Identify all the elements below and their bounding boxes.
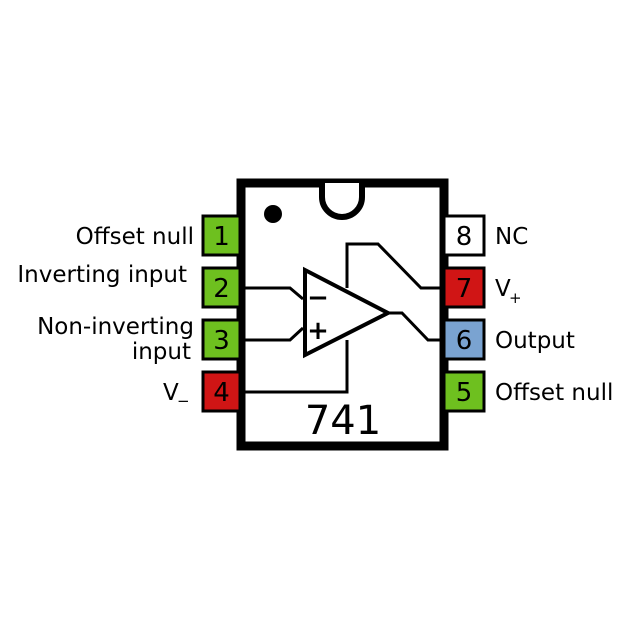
pin-2-number: 2 — [213, 274, 230, 304]
pin-1-box — [201, 214, 242, 257]
pin-8-label: NC — [495, 224, 528, 250]
pin-7-box — [442, 266, 486, 309]
pin-6-number: 6 — [456, 326, 473, 356]
pin-8-number: 8 — [456, 222, 473, 252]
pin-5-number: 5 — [456, 378, 473, 408]
pin-5-label: Offset null — [495, 380, 613, 406]
pin-1-label: Offset null — [76, 224, 194, 250]
pin-4-box — [201, 370, 242, 413]
op-amp-inverting-symbol: − — [307, 283, 329, 313]
pin-7: 7 V + — [442, 266, 522, 309]
pin-8-box — [442, 214, 486, 257]
chip-notch — [319, 183, 365, 220]
wire-v-plus — [345, 242, 441, 290]
pin-7-label-subscript: + — [509, 289, 522, 307]
pin-2-label: Inverting input — [17, 262, 187, 288]
pin-2: 2 Inverting input — [17, 262, 242, 309]
pin-3-label-line2: input — [132, 339, 191, 365]
wire-output — [388, 311, 441, 342]
chip-body — [236, 178, 449, 451]
pin-2-box — [201, 266, 242, 309]
pin-7-number: 7 — [456, 274, 473, 304]
pin-1-number: 1 — [213, 222, 230, 252]
pin-6-label: Output — [495, 328, 575, 354]
pin-6-box — [442, 318, 486, 361]
pin-4-label-subscript: − — [177, 392, 190, 410]
pin-5: 5 Offset null — [442, 370, 613, 413]
pin-3-box — [201, 318, 242, 361]
wire-v-minus — [241, 340, 349, 394]
pin-3-number: 3 — [213, 326, 230, 356]
wire-non-inverting-input — [241, 326, 305, 342]
pin-4-number: 4 — [213, 378, 230, 408]
pin-8: 8 NC — [442, 214, 528, 257]
part-number: 741 — [305, 398, 381, 444]
pin-1: 1 Offset null — [76, 214, 242, 257]
op-amp-triangle — [303, 266, 393, 359]
pin-5-box — [442, 370, 486, 413]
wire-inverting-input — [241, 286, 304, 301]
pin1-indicator-dot — [264, 205, 282, 223]
pin-4-label: V — [163, 380, 179, 406]
pin-6: 6 Output — [442, 318, 575, 361]
pin-7-label: V — [495, 276, 511, 302]
pin-4: 4 V − — [163, 370, 242, 413]
pin-3-label-line1: Non-inverting — [37, 314, 194, 340]
op-amp-non-inverting-symbol: + — [307, 316, 329, 346]
pin-3: 3 Non-inverting input — [37, 314, 242, 365]
